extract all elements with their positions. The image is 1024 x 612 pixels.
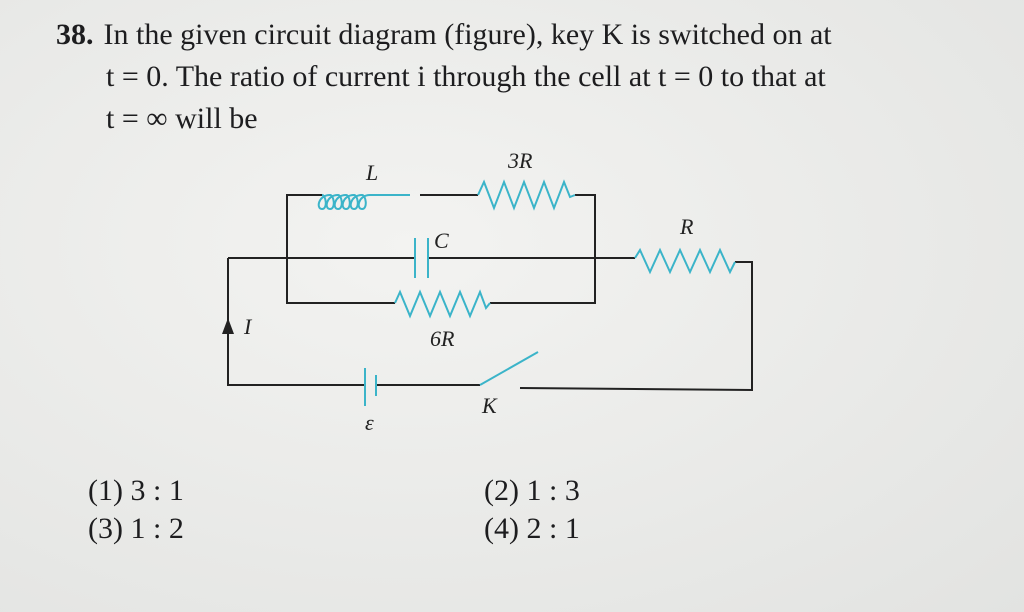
label-inductor: L <box>365 160 378 185</box>
question-line-1: In the given circuit diagram (figure), k… <box>103 18 832 51</box>
option-2[interactable]: (2) 1 : 3 <box>484 474 580 507</box>
label-current: I <box>243 314 253 339</box>
label-capacitor: C <box>434 228 449 253</box>
option-4[interactable]: (4) 2 : 1 <box>484 512 580 545</box>
resistor-r <box>634 247 736 275</box>
inductor <box>317 193 410 211</box>
resistor-6r <box>394 289 491 319</box>
question-number: 38. <box>56 18 94 51</box>
current-arrow-icon <box>222 318 234 334</box>
option-3[interactable]: (3) 1 : 2 <box>88 512 184 545</box>
key-switch[interactable] <box>479 351 539 386</box>
question-line-3: t = ∞ will be <box>106 102 258 135</box>
question-line-2: t = 0. The ratio of current i through th… <box>106 60 826 93</box>
circuit-wires <box>227 194 753 392</box>
label-resistor-r: R <box>679 214 694 239</box>
option-1[interactable]: (1) 3 : 1 <box>88 474 184 507</box>
label-key: K <box>481 393 498 418</box>
label-resistor-3r: 3R <box>507 148 533 173</box>
label-cell: ε <box>365 410 374 435</box>
label-resistor-6r: 6R <box>430 326 455 351</box>
resistor-3r <box>477 179 576 211</box>
question: 38. In the given circuit diagram (figure)… <box>56 14 986 140</box>
